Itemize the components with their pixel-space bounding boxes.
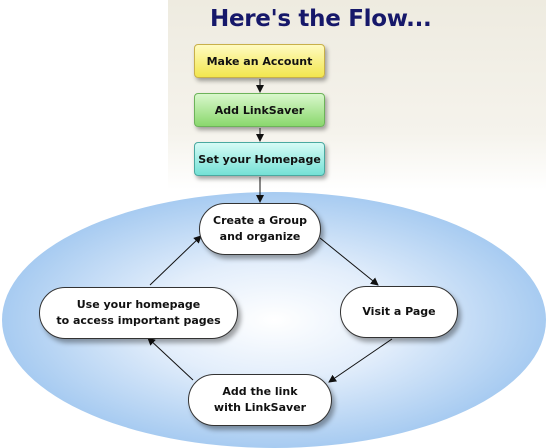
cycle-label: Add the link with LinkSaver [213,385,307,414]
cycle-label: Visit a Page [362,305,436,318]
cycle-label: Create a Group and organize [213,214,307,243]
step-label: Make an Account [206,54,313,68]
step-make-account: Make an Account [194,44,325,78]
cycle-label: Use your homepage to access important pa… [56,298,221,327]
arrow-add-to-use [147,337,194,381]
cycle-add-link: Add the link with LinkSaver [188,374,332,426]
page-title: Here's the Flow... [210,6,432,32]
step-add-linksaver: Add LinkSaver [194,93,325,127]
arrow-use-to-group [149,235,202,286]
step-label: Set your Homepage [198,152,321,166]
cycle-use-homepage: Use your homepage to access important pa… [39,287,238,339]
step-label: Add LinkSaver [214,103,305,117]
cycle-create-group: Create a Group and organize [199,203,321,255]
cycle-ellipse [2,192,546,448]
step-set-homepage: Set your Homepage [194,142,325,176]
arrow-group-to-visit [319,237,379,286]
arrow-visit-to-add [328,338,393,383]
cycle-visit-page: Visit a Page [340,286,458,338]
